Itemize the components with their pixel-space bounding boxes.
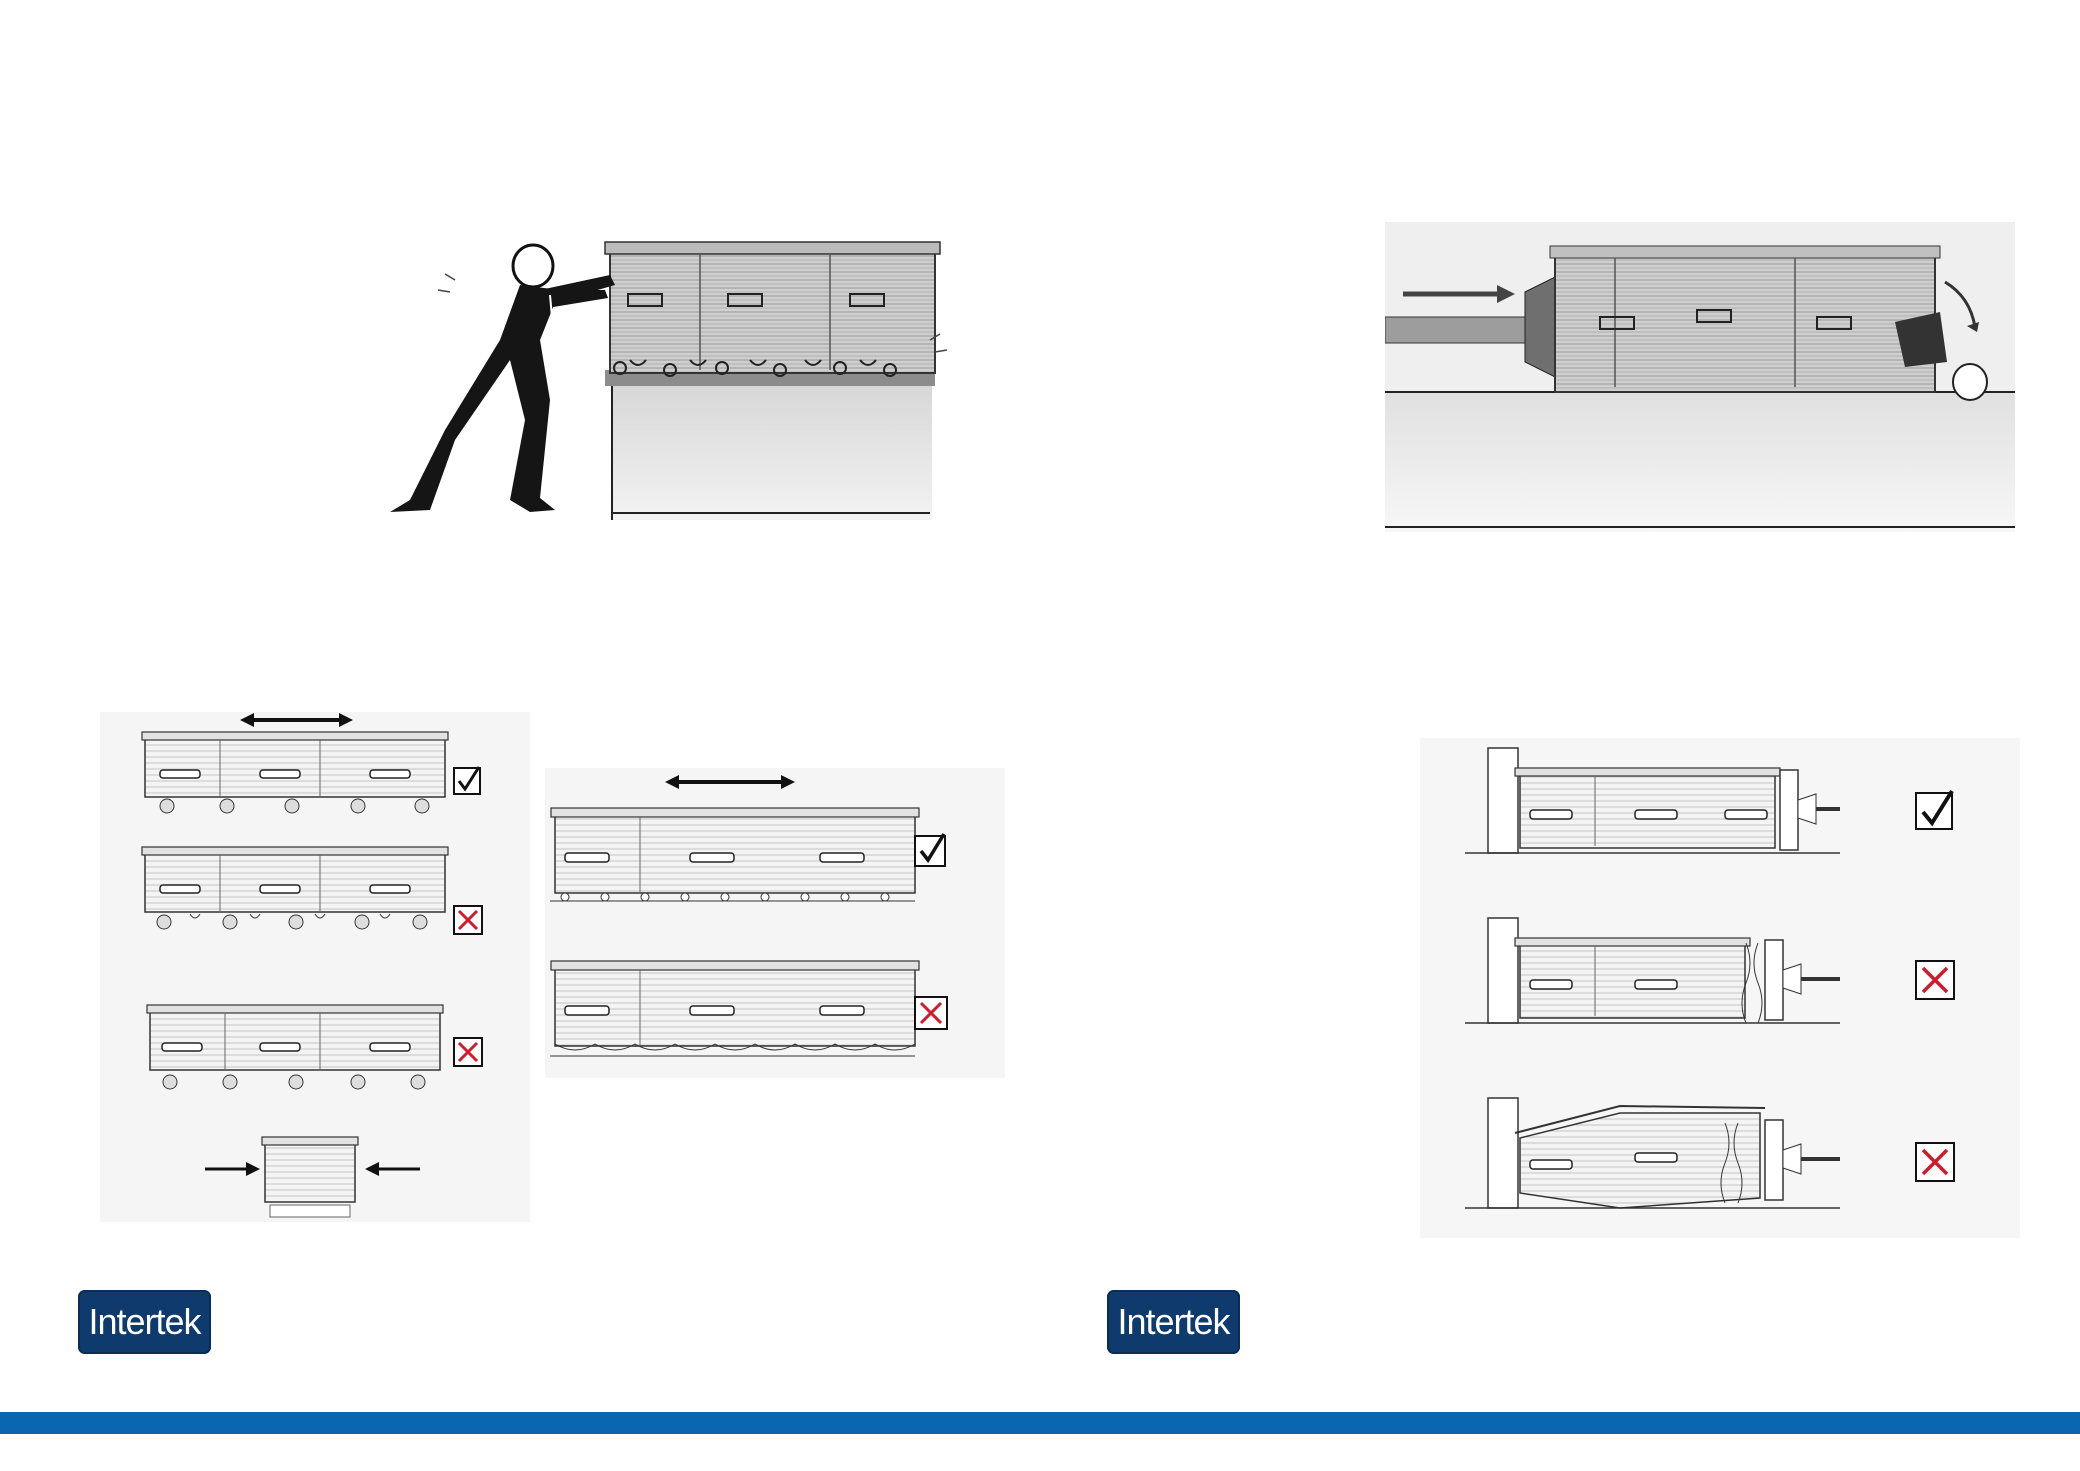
illustration-base-wheel-tests bbox=[100, 712, 530, 1222]
cross-mark-icon bbox=[453, 905, 485, 942]
cross-mark-icon bbox=[1915, 1142, 1957, 1189]
illustration-ram-crushing-coffin bbox=[1384, 222, 2015, 532]
cross-mark-icon bbox=[453, 1037, 485, 1074]
cross-mark-icon bbox=[914, 996, 950, 1037]
intertek-logo: Intertek bbox=[78, 1290, 211, 1354]
check-mark-icon bbox=[914, 830, 954, 875]
footer-band bbox=[0, 1412, 2080, 1434]
illustration-base-skid-tests bbox=[545, 768, 1005, 1078]
cross-mark-icon bbox=[1915, 960, 1957, 1007]
intertek-logo: Intertek bbox=[1107, 1290, 1240, 1354]
illustration-person-pushing-coffin bbox=[350, 230, 950, 525]
check-mark-icon bbox=[453, 764, 485, 801]
check-mark-icon bbox=[1915, 785, 1963, 838]
